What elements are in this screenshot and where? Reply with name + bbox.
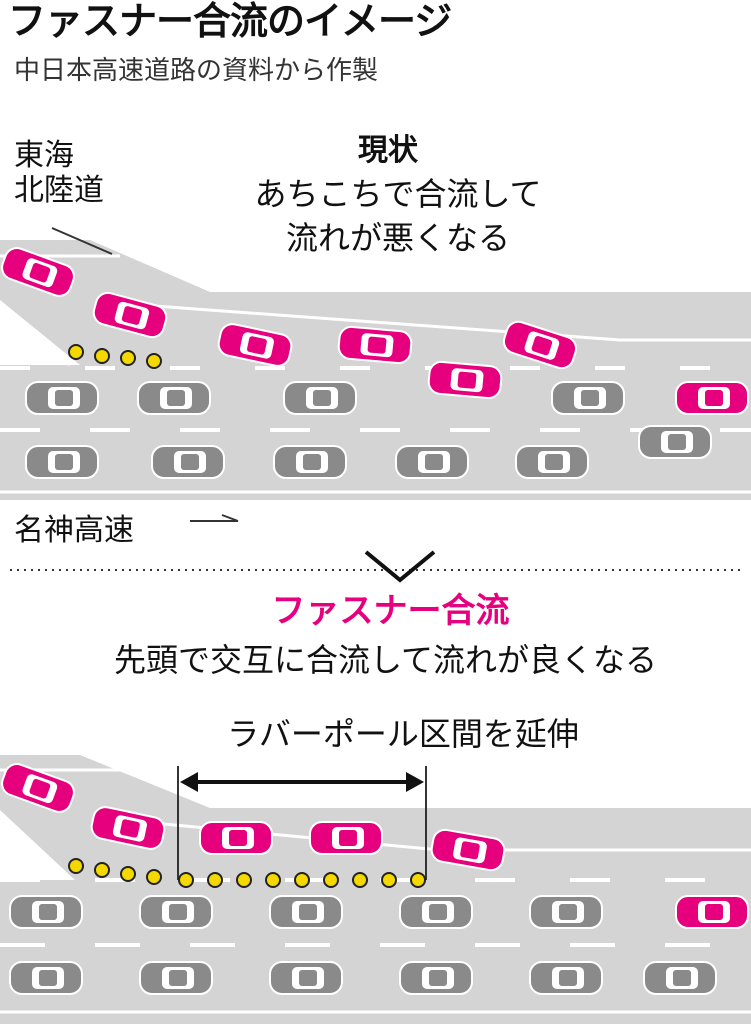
- rubber-pole: [146, 869, 162, 885]
- mainline-car: [551, 381, 625, 415]
- merge-road-label: 東海: [14, 138, 74, 173]
- current-desc-1: あちこちで合流して: [254, 175, 542, 213]
- mainline-car: [515, 445, 589, 479]
- mainline-car: [638, 425, 712, 459]
- merge-road-label-2: 北陸道: [14, 173, 104, 208]
- merging-car: [675, 381, 749, 415]
- rubber-pole: [68, 344, 84, 360]
- merging-car: [337, 325, 413, 365]
- merging-car: [675, 895, 749, 929]
- rubber-pole: [120, 866, 136, 882]
- merging-car: [217, 323, 293, 367]
- merging-car: [92, 291, 168, 339]
- mainline-car: [399, 895, 473, 929]
- mainline-car: [269, 961, 343, 995]
- mainline-car: [269, 895, 343, 929]
- rubber-pole: [146, 353, 162, 369]
- mainline-car: [643, 961, 717, 995]
- merging-car: [1, 247, 75, 297]
- current-desc-2: 流れが悪くなる: [285, 219, 510, 257]
- rubber-pole: [236, 872, 252, 888]
- mainline-car: [283, 381, 357, 415]
- rubber-pole: [381, 872, 397, 888]
- rubber-pole: [323, 872, 339, 888]
- current-heading: 現状: [358, 133, 418, 168]
- merging-car: [502, 320, 578, 370]
- rubber-pole: [352, 872, 368, 888]
- mainline-label: 名神高速: [14, 513, 134, 548]
- mainline-car: [529, 895, 603, 929]
- pole-section-bracket: [177, 766, 427, 880]
- mainline-car: [151, 445, 225, 479]
- merging-car: [90, 806, 166, 850]
- merging-car: [199, 821, 273, 855]
- mainline-car: [399, 961, 473, 995]
- rubber-poles-layer: [68, 344, 426, 888]
- merging-car: [309, 821, 383, 855]
- merging-car: [1, 763, 75, 813]
- mainline-car: [395, 445, 469, 479]
- chevron-down-icon: [364, 550, 436, 583]
- pole-section-label: ラバーポール区間を延伸: [227, 715, 579, 753]
- mainline-car: [9, 961, 83, 995]
- rubber-pole: [294, 872, 310, 888]
- rubber-pole: [94, 348, 110, 364]
- rubber-pole: [178, 872, 194, 888]
- rubber-pole: [265, 872, 281, 888]
- source-note: 中日本高速道路の資料から作製: [14, 56, 379, 86]
- mainline-car: [137, 381, 211, 415]
- mainline-car: [273, 445, 347, 479]
- rubber-pole: [120, 350, 136, 366]
- mainline-car: [139, 961, 213, 995]
- rubber-pole: [94, 862, 110, 878]
- vehicles-layer: [1, 247, 749, 995]
- diagram-title: ファスナー合流のイメージ: [8, 0, 452, 43]
- merging-car: [430, 828, 506, 872]
- rubber-pole: [207, 872, 223, 888]
- road-zipper: [0, 755, 751, 1024]
- mainline-car: [9, 895, 83, 929]
- mainline-car: [25, 381, 99, 415]
- mainline-car: [25, 445, 99, 479]
- zipper-heading: ファスナー合流: [271, 591, 510, 631]
- rubber-pole: [68, 858, 84, 874]
- mainline-car: [139, 895, 213, 929]
- zipper-desc: 先頭で交互に合流して流れが良くなる: [113, 641, 658, 679]
- rubber-pole: [410, 872, 426, 888]
- mainline-car: [529, 961, 603, 995]
- road-current: [0, 227, 751, 500]
- merging-car: [427, 360, 503, 400]
